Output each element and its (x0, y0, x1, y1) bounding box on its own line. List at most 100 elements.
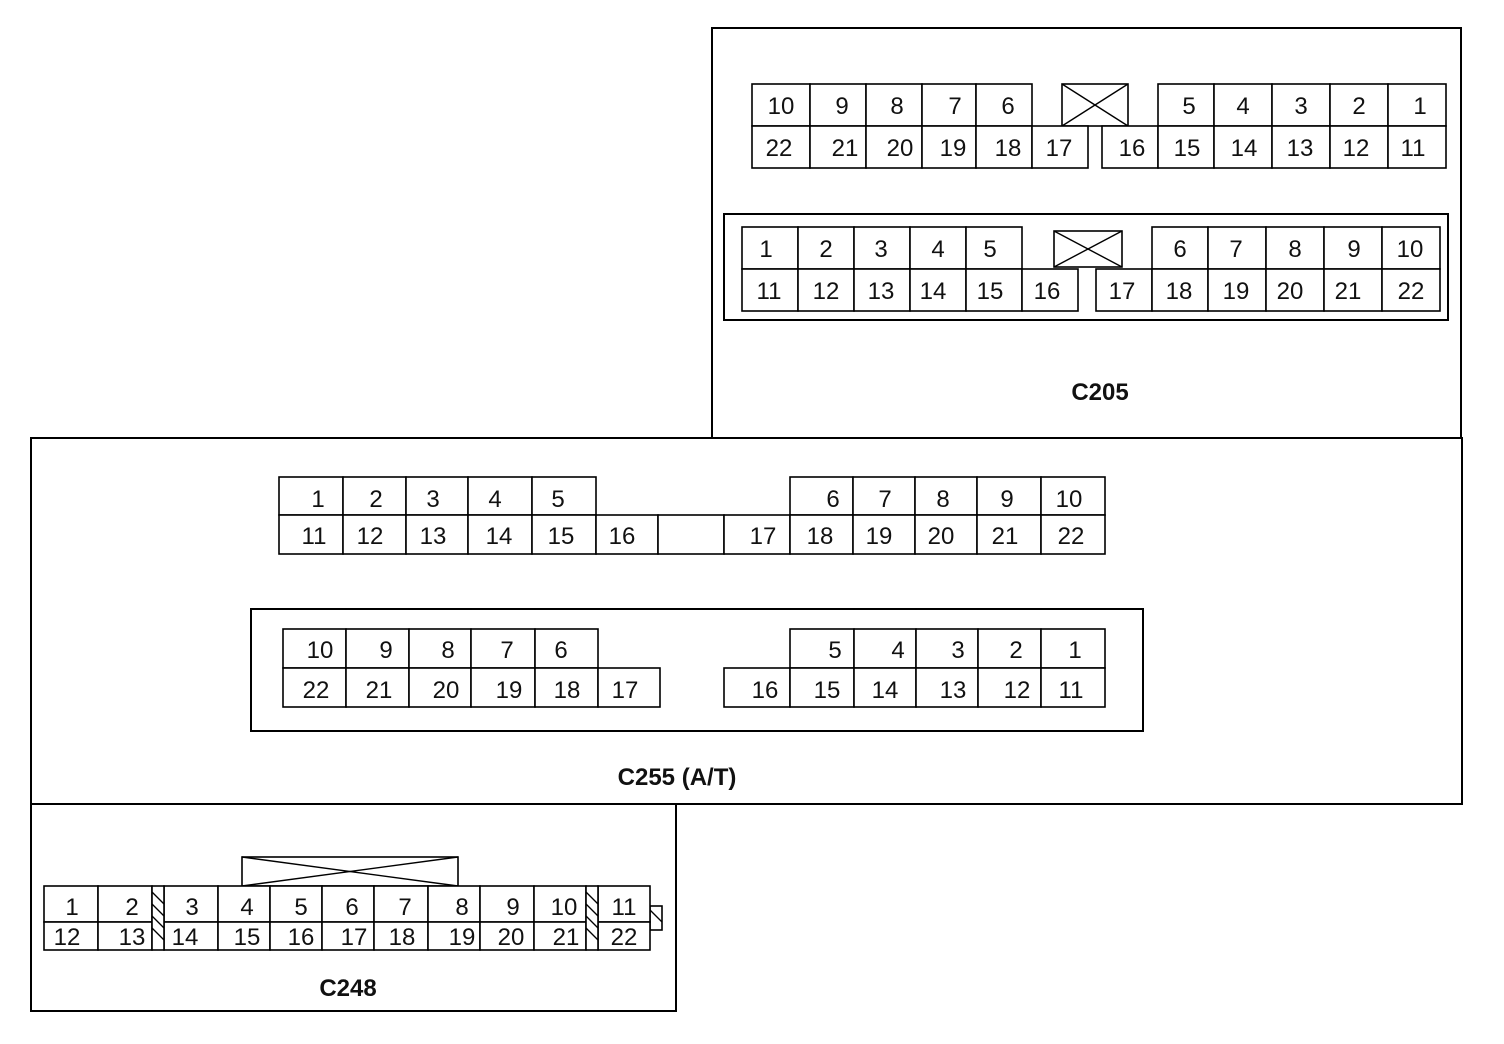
c255-bottom-pin: 3 (951, 637, 964, 664)
c255-bottom-pin: 13 (940, 677, 967, 704)
c205-top-pin: 1 (1413, 93, 1426, 120)
c255-bottom-pin: 21 (366, 677, 393, 704)
c205-bottom-pin: 8 (1288, 236, 1301, 263)
c205-panel: 10 9 8 7 6 5 4 3 2 1 22 21 20 19 18 17 1… (711, 27, 1462, 438)
c255-bottom-pin: 2 (1009, 637, 1022, 664)
c205-bottom-pin: 4 (931, 236, 944, 263)
c255-bottom-pin: 14 (872, 677, 899, 704)
c205-bottom-pin: 1 (759, 236, 772, 263)
c205-bottom-pin: 17 (1109, 278, 1136, 305)
c205-top-pin: 2 (1352, 93, 1365, 120)
c255-label: C255 (A/T) (618, 764, 737, 791)
c255-bottom-pin: 7 (500, 637, 513, 664)
c248-panel: 1 2 3 4 5 6 7 8 9 10 11 12 13 14 15 16 1… (30, 804, 677, 1012)
c205-top-pin: 21 (832, 135, 859, 162)
c205-bottom-pin: 19 (1223, 278, 1250, 305)
c205-top-pin: 19 (940, 135, 967, 162)
c255-top-face: 1 2 3 4 5 6 7 8 9 10 11 12 13 14 15 16 1… (278, 476, 1106, 555)
c255-top-pin: 17 (750, 523, 777, 550)
c255-bottom-pin: 19 (496, 677, 523, 704)
c255-bottom-pin: 20 (433, 677, 460, 704)
c255-top-pin: 10 (1056, 486, 1083, 513)
c248-pin: 22 (611, 924, 638, 951)
c248-pin: 1 (65, 894, 78, 921)
c248-pin: 2 (125, 894, 138, 921)
c248-pin: 14 (172, 924, 199, 951)
c255-bottom-pin: 17 (612, 677, 639, 704)
c205-top-pin: 16 (1119, 135, 1146, 162)
c205-top-pin: 15 (1174, 135, 1201, 162)
c205-bottom-face: 1 2 3 4 5 6 7 8 9 10 11 12 13 14 15 16 1… (723, 213, 1449, 321)
c205-bottom-pin: 18 (1166, 278, 1193, 305)
c255-bottom-pin: 8 (441, 637, 454, 664)
c248-label: C248 (319, 975, 376, 1002)
c205-bottom-pin: 12 (813, 278, 840, 305)
c205-bottom-pin: 5 (983, 236, 996, 263)
c255-top-pin: 9 (1000, 486, 1013, 513)
c255-top-pin: 15 (548, 523, 575, 550)
c255-top-pin: 3 (426, 486, 439, 513)
c205-top-pin: 10 (768, 93, 795, 120)
c205-bottom-pin: 2 (819, 236, 832, 263)
c205-bottom-pin: 7 (1229, 236, 1242, 263)
c255-bottom-pin: 9 (379, 637, 392, 664)
c255-top-pin: 18 (807, 523, 834, 550)
c205-top-pin: 17 (1046, 135, 1073, 162)
c205-top-pin: 9 (835, 93, 848, 120)
c205-top-pin: 4 (1236, 93, 1249, 120)
c255-bottom-pin: 12 (1004, 677, 1031, 704)
c255-bottom-pin: 1 (1068, 637, 1081, 664)
c205-bottom-pin: 11 (757, 278, 782, 305)
c255-top-pin: 19 (866, 523, 893, 550)
c255-top-pin: 4 (488, 486, 501, 513)
c248-pin: 10 (551, 894, 578, 921)
c205-top-pin: 20 (887, 135, 914, 162)
c255-top-pin: 16 (609, 523, 636, 550)
c248-pin: 6 (345, 894, 358, 921)
c205-top-pin: 11 (1401, 135, 1426, 162)
c205-top-pin: 14 (1231, 135, 1258, 162)
c255-bottom-pin: 5 (828, 637, 841, 664)
c255-top-pin: 14 (486, 523, 513, 550)
c205-bottom-pin: 10 (1397, 236, 1424, 263)
c205-top-pin: 18 (995, 135, 1022, 162)
c255-top-pin: 7 (878, 486, 891, 513)
c255-top-pin: 1 (311, 486, 324, 513)
c255-top-pin: 6 (826, 486, 839, 513)
c255-top-pin: 11 (302, 523, 327, 550)
c255-bottom-pin: 11 (1059, 677, 1084, 704)
c205-top-pin: 5 (1182, 93, 1195, 120)
c255-bottom-pin: 6 (554, 637, 567, 664)
c248-pin: 9 (506, 894, 519, 921)
c248-pin: 18 (389, 924, 416, 951)
c205-bottom-pin: 22 (1398, 278, 1425, 305)
c205-bottom-pin: 13 (868, 278, 895, 305)
c248-pin: 12 (54, 924, 81, 951)
c205-bottom-pin: 9 (1347, 236, 1360, 263)
c255-bottom-pin: 10 (307, 637, 334, 664)
c205-top-pin: 3 (1294, 93, 1307, 120)
c255-top-pin: 8 (936, 486, 949, 513)
c255-top-pin: 13 (420, 523, 447, 550)
c248-pin: 4 (240, 894, 253, 921)
c205-label: C205 (1071, 379, 1128, 406)
c255-bottom-pin: 22 (303, 677, 330, 704)
c248-pin: 16 (288, 924, 315, 951)
c248-pin: 17 (341, 924, 368, 951)
c205-bottom-pin: 21 (1335, 278, 1362, 305)
c248-pin: 8 (455, 894, 468, 921)
c205-bottom-pin: 20 (1277, 278, 1304, 305)
c248-pin: 21 (553, 924, 580, 951)
c205-bottom-pin: 6 (1173, 236, 1186, 263)
c248-pin: 5 (294, 894, 307, 921)
c255-top-pin: 2 (369, 486, 382, 513)
c248-pin: 15 (234, 924, 261, 951)
c248-pin: 3 (185, 894, 198, 921)
c255-bottom-face: 10 9 8 7 6 5 4 3 2 1 22 21 20 19 18 17 1… (250, 608, 1144, 732)
c205-bottom-pin: 16 (1034, 278, 1061, 305)
c205-top-pin: 6 (1001, 93, 1014, 120)
c205-bottom-pin: 15 (977, 278, 1004, 305)
c205-top-pin: 12 (1343, 135, 1370, 162)
c205-bottom-pin: 3 (874, 236, 887, 263)
